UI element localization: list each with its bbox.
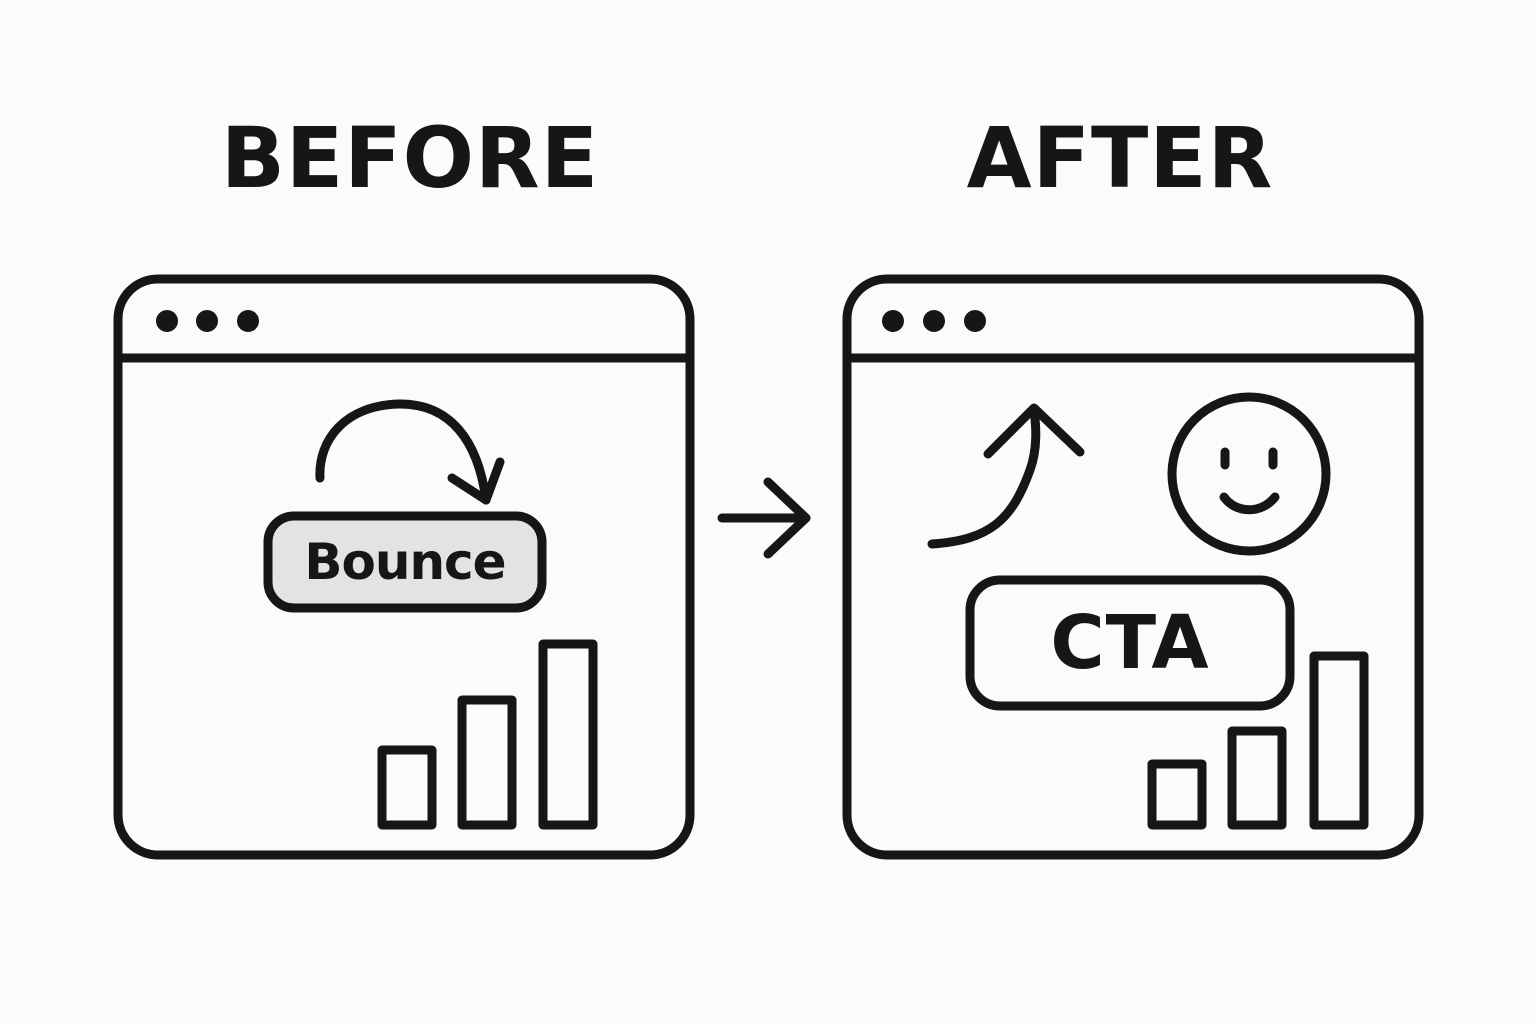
after-window-dots-icon bbox=[882, 310, 986, 332]
smiley-face-icon bbox=[1167, 392, 1331, 556]
cta-button[interactable] bbox=[965, 575, 1295, 711]
before-heading: BEFORE bbox=[220, 109, 600, 207]
before-window-dots-icon bbox=[156, 310, 259, 332]
before-bar-1 bbox=[377, 745, 437, 830]
before-window-icon bbox=[113, 274, 695, 860]
after-bar-1 bbox=[1147, 759, 1207, 830]
bounce-button-label: Bounce bbox=[304, 533, 506, 591]
before-bar-3 bbox=[538, 639, 598, 830]
after-window-icon bbox=[842, 274, 1424, 860]
growth-arrow-icon bbox=[927, 403, 1085, 549]
cta-button-label: CTA bbox=[1050, 600, 1210, 686]
bounce-arrow-icon bbox=[315, 399, 505, 505]
after-bar-2 bbox=[1227, 726, 1287, 830]
after-bar-3 bbox=[1309, 651, 1369, 830]
bounce-button[interactable] bbox=[263, 511, 547, 613]
right-arrow-icon bbox=[717, 477, 811, 559]
before-bar-2 bbox=[457, 695, 517, 830]
before-bar-chart-icon bbox=[377, 639, 598, 830]
after-bar-chart-icon bbox=[1147, 651, 1369, 830]
after-heading: AFTER bbox=[966, 109, 1274, 207]
